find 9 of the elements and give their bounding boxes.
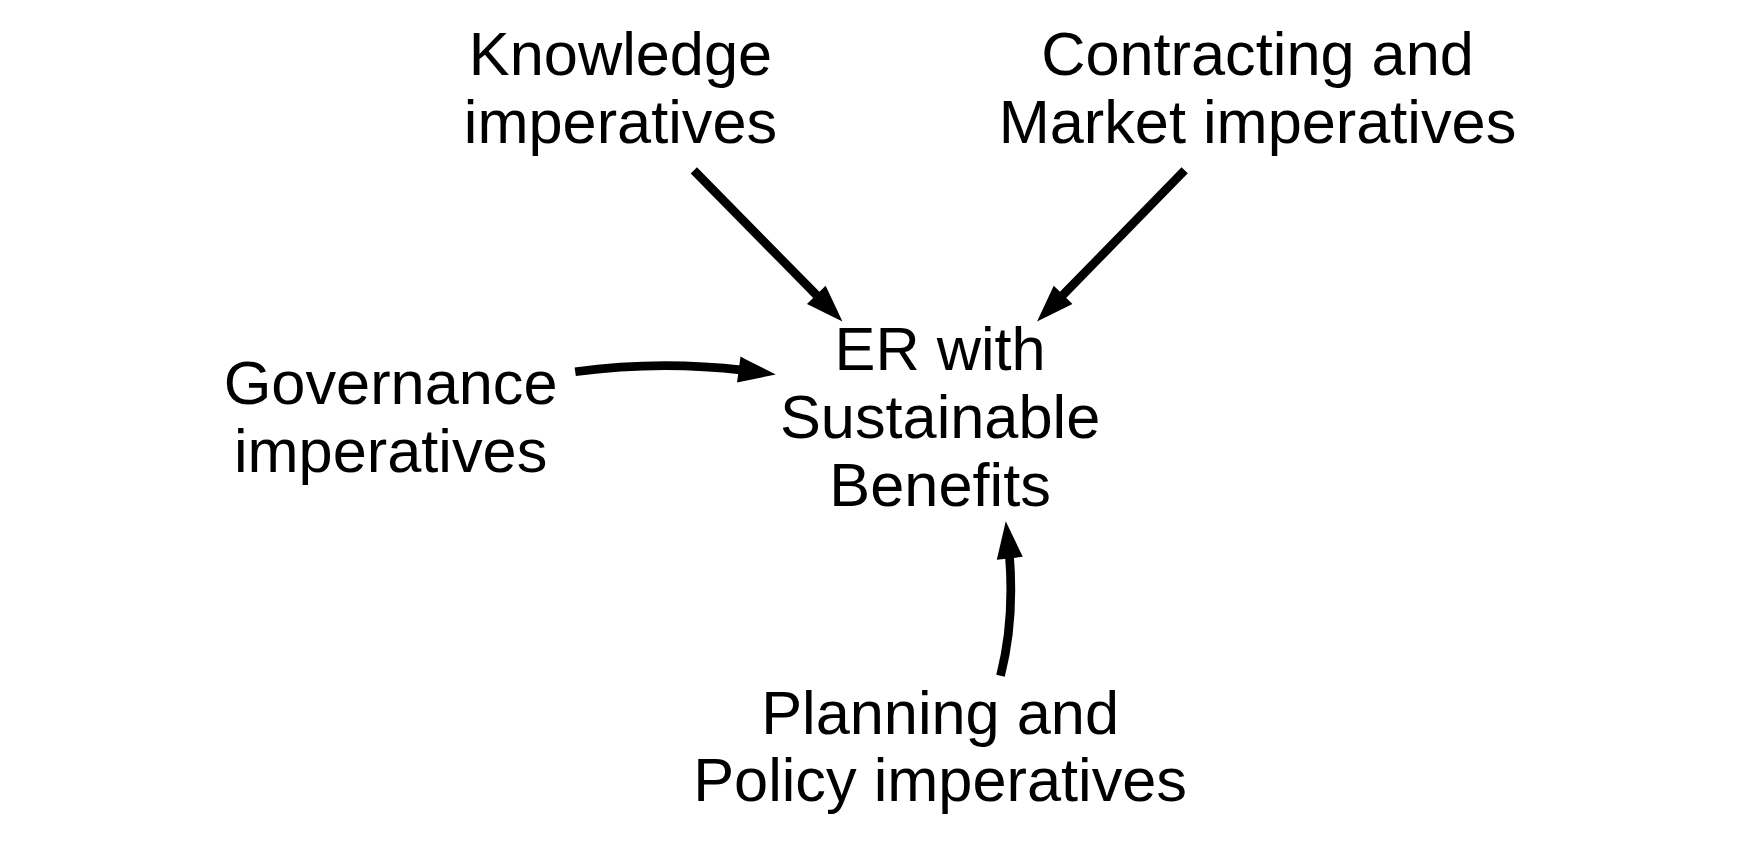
node-text: Planning and Policy imperatives	[692, 678, 1187, 815]
node-text: Knowledge imperatives	[463, 19, 777, 156]
arrow	[690, 167, 842, 322]
node-text: ER with Sustainable Benefits	[779, 315, 1100, 519]
arrow	[1036, 167, 1188, 322]
arrow	[995, 521, 1023, 677]
node-text: Contracting and Market imperatives	[998, 19, 1516, 156]
node-text: Governance imperatives	[223, 349, 558, 486]
arrow	[574, 356, 776, 383]
